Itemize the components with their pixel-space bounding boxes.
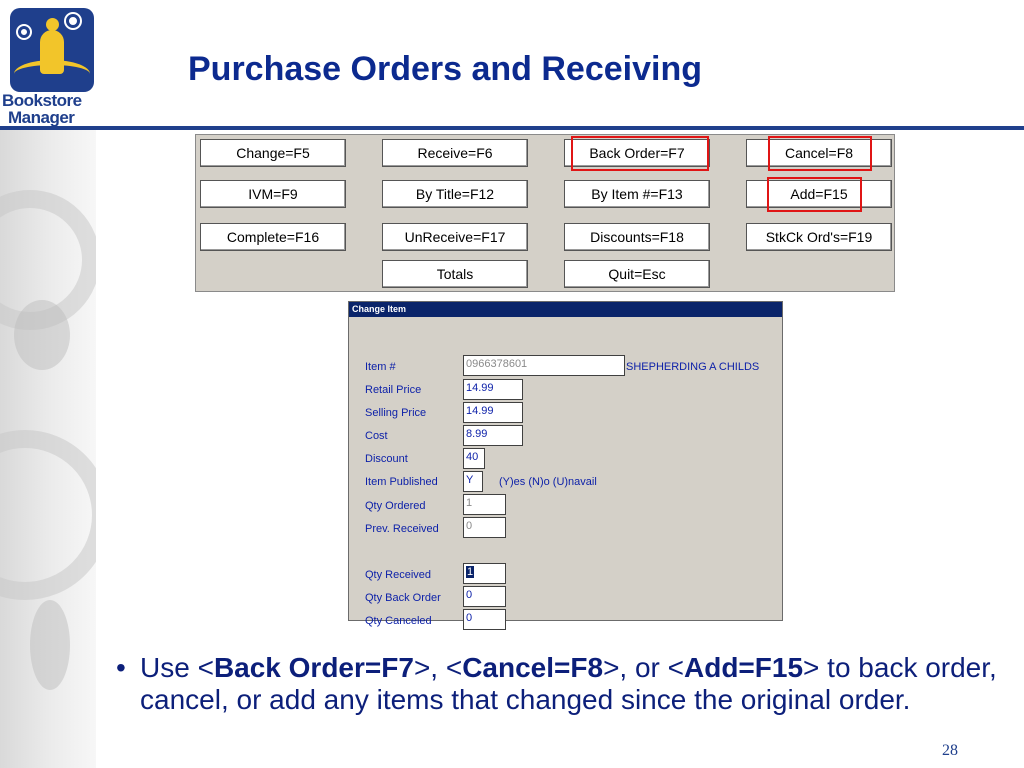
qty-back-order-field[interactable]: 0 [463,586,506,607]
totals-button[interactable]: Totals [382,260,528,288]
bullet-paragraph: • Use <Back Order=F7>, <Cancel=F8>, or <… [116,652,1010,716]
receive-f6-button[interactable]: Receive=F6 [382,139,528,167]
decorative-side-strip [0,130,96,768]
retail-price-label: Retail Price [365,384,422,396]
bullet-key-add: Add=F15 [684,652,804,683]
by-item-f13-button[interactable]: By Item #=F13 [564,180,710,208]
logo-line1: Bookstore [2,91,82,110]
cost-label: Cost [365,430,388,442]
bullet-key-cancel: Cancel=F8 [462,652,604,683]
cancel-f8-button[interactable]: Cancel=F8 [746,139,892,167]
prev-received-label: Prev. Received [365,523,439,535]
qty-canceled-field[interactable]: 0 [463,609,506,630]
bullet-dot: • [116,652,126,683]
page-number: 28 [942,742,958,759]
decorative-blob [14,300,70,370]
decorative-swirl [0,430,96,600]
change-f5-button[interactable]: Change=F5 [200,139,346,167]
bullet-key-back-order: Back Order=F7 [213,652,414,683]
quit-esc-button[interactable]: Quit=Esc [564,260,710,288]
selling-price-label: Selling Price [365,407,427,419]
decorative-blob [30,600,70,690]
add-f15-button[interactable]: Add=F15 [746,180,892,208]
qty-canceled-label: Qty Canceled [365,615,432,627]
item-published-label: Item Published [365,476,438,488]
dialog-title: Change Item [349,302,782,317]
bullet-prefix: Use < [140,652,214,683]
stkck-ords-f19-button[interactable]: StkCk Ord's=F19 [746,223,892,251]
discount-field[interactable]: 40 [463,448,485,469]
complete-f16-button[interactable]: Complete=F16 [200,223,346,251]
cancel-highlight [768,136,872,171]
bullet-suffix: > to back order, cancel, or add any item… [140,652,997,715]
prev-received-field[interactable]: 0 [463,517,506,538]
ivm-f9-button[interactable]: IVM=F9 [200,180,346,208]
qty-received-label: Qty Received [365,569,432,581]
item-number-label: Item # [365,361,396,373]
page-title: Purchase Orders and Receiving [188,50,702,88]
unreceive-f17-button[interactable]: UnReceive=F17 [382,223,528,251]
qty-received-field[interactable]: 1 [463,563,506,584]
item-published-field[interactable]: Y [463,471,483,492]
change-item-dialog: Change Item Item # 0966378601 SHEPHERDIN… [348,301,783,630]
qty-back-order-label: Qty Back Order [365,592,441,604]
qty-ordered-label: Qty Ordered [365,500,426,512]
item-published-hint: (Y)es (N)o (U)navail [499,476,597,488]
bullet-sep1: >, < [413,652,463,683]
qty-ordered-field[interactable]: 1 [463,494,506,515]
bookstore-manager-logo: Bookstore Manager [0,4,110,126]
by-title-f12-button[interactable]: By Title=F12 [382,180,528,208]
title-divider [0,126,1024,130]
qty-received-value: 1 [466,566,475,578]
back-order-f7-button[interactable]: Back Order=F7 [564,139,710,167]
item-description: SHEPHERDING A CHILDS [626,361,760,373]
bullet-sep2: >, or < [603,652,684,683]
logo-line2: Manager [8,108,75,127]
cost-field[interactable]: 8.99 [463,425,523,446]
logo-text: Bookstore Manager [2,92,106,126]
item-number-field[interactable]: 0966378601 [463,355,625,376]
retail-price-field[interactable]: 14.99 [463,379,523,400]
selling-price-field[interactable]: 14.99 [463,402,523,423]
discounts-f18-button[interactable]: Discounts=F18 [564,223,710,251]
function-key-panel: Change=F5 Receive=F6 Back Order=F7 Cance… [195,134,895,292]
dialog-body: Item # 0966378601 SHEPHERDING A CHILDS R… [349,317,782,630]
add-highlight [767,177,862,212]
logo-icon [10,8,94,92]
discount-label: Discount [365,453,408,465]
back-order-highlight [571,136,709,171]
